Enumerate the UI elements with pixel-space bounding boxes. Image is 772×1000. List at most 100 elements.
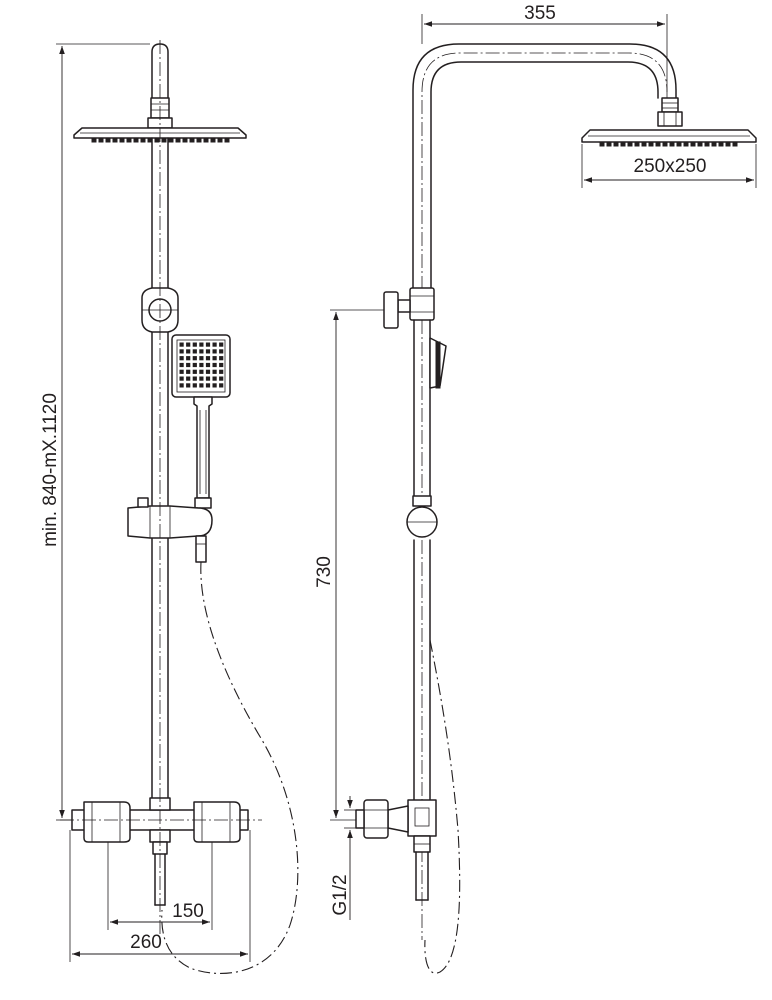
nozzle — [105, 137, 111, 143]
dimension-outlet-height: 730 — [314, 309, 384, 821]
nozzle — [161, 137, 167, 143]
nozzle — [697, 141, 703, 147]
front-hand-shower-holder — [127, 497, 213, 563]
hand-shower-nozzle — [219, 383, 224, 388]
hand-shower-nozzle — [186, 376, 191, 381]
nozzle — [732, 141, 738, 147]
front-view: min. 840-mX.1120 150 260 — [40, 40, 299, 974]
dimension-head-size: 250x250 — [581, 144, 757, 188]
hand-shower-nozzle — [199, 362, 204, 368]
side-head-connector — [657, 97, 683, 127]
front-hand-shower-head — [171, 334, 231, 509]
nozzle — [648, 141, 654, 147]
front-thermostatic-mixer — [60, 797, 262, 906]
nozzle — [690, 141, 696, 147]
side-hose — [424, 639, 461, 974]
hand-shower-nozzle — [205, 383, 211, 388]
hand-shower-nozzle — [179, 369, 184, 374]
nozzle — [704, 141, 710, 147]
hand-shower-nozzle — [199, 369, 204, 374]
hand-shower-nozzle — [186, 342, 191, 347]
hand-shower-nozzle — [186, 383, 191, 388]
nozzle — [669, 141, 675, 147]
hand-shower-nozzle — [205, 362, 211, 368]
side-overhead-arm — [412, 43, 677, 289]
hand-shower-nozzle — [205, 376, 211, 381]
nozzle — [217, 137, 223, 143]
hand-shower-nozzle — [199, 356, 204, 361]
nozzle — [140, 137, 146, 143]
nozzle — [613, 141, 619, 147]
hand-shower-nozzle — [199, 349, 204, 354]
hand-shower-nozzle — [199, 383, 204, 388]
outlet-height-label: 730 — [314, 556, 335, 588]
hand-shower-nozzle — [179, 349, 184, 354]
hand-shower-nozzle — [192, 362, 197, 368]
hand-shower-nozzle — [192, 342, 197, 347]
front-vertical-rail — [151, 137, 169, 799]
hand-shower-nozzle — [219, 376, 224, 381]
nozzle — [620, 141, 626, 147]
hand-shower-nozzle — [199, 376, 204, 381]
hand-shower-nozzle — [205, 356, 211, 361]
nozzle — [182, 137, 188, 143]
hand-shower-nozzle — [186, 356, 191, 361]
hand-shower-nozzle — [179, 376, 184, 381]
hand-shower-nozzle — [205, 342, 211, 347]
side-hand-shower — [429, 337, 447, 389]
nozzle — [175, 137, 181, 143]
hand-shower-nozzle — [212, 376, 217, 381]
side-diverter-joint — [383, 287, 435, 329]
nozzle — [168, 137, 174, 143]
nozzle — [133, 137, 139, 143]
front-hose — [161, 561, 299, 974]
nozzle — [725, 141, 731, 147]
hand-shower-nozzle — [179, 356, 184, 361]
nozzle — [718, 141, 724, 147]
nozzle — [91, 137, 97, 143]
hand-shower-nozzle — [212, 383, 217, 388]
arm-reach-label: 355 — [524, 3, 556, 24]
dimension-arm-reach: 355 — [421, 3, 668, 92]
nozzle — [119, 137, 125, 143]
nozzle — [711, 141, 717, 147]
thread-label: G1/2 — [330, 874, 351, 915]
nozzle — [126, 137, 132, 143]
hand-shower-nozzle — [179, 342, 184, 347]
side-thermostatic-mixer — [355, 799, 437, 901]
nozzle — [203, 137, 209, 143]
hand-shower-nozzle — [186, 369, 191, 374]
side-view: 355 250x250 — [314, 3, 757, 974]
nozzle — [683, 141, 689, 147]
nozzle — [662, 141, 668, 147]
nozzle — [112, 137, 118, 143]
nozzle — [196, 137, 202, 143]
hand-shower-nozzle — [179, 383, 184, 388]
hand-shower-nozzle — [192, 376, 197, 381]
nozzle — [189, 137, 195, 143]
hand-shower-nozzle — [179, 362, 184, 368]
hand-shower-nozzle — [212, 342, 217, 347]
nozzle — [599, 141, 605, 147]
side-overhead-shower-head — [581, 129, 757, 147]
hand-shower-nozzle — [192, 383, 197, 388]
hand-shower-nozzle — [219, 342, 224, 347]
hand-shower-nozzle — [192, 369, 197, 374]
nozzle — [98, 137, 104, 143]
nozzle — [627, 141, 633, 147]
hand-shower-nozzle — [219, 369, 224, 374]
dimension-inlet-spacing: 150 — [107, 842, 213, 930]
hand-shower-nozzle — [212, 369, 217, 374]
nozzle — [641, 141, 647, 147]
nozzle — [606, 141, 612, 147]
hand-shower-nozzle — [186, 362, 191, 368]
nozzle — [634, 141, 640, 147]
hand-shower-nozzle — [186, 349, 191, 354]
hand-shower-nozzle — [192, 356, 197, 361]
nozzle — [655, 141, 661, 147]
dimension-body-width: 260 — [69, 830, 251, 962]
hand-shower-nozzle — [212, 349, 217, 354]
hand-shower-nozzle — [192, 349, 197, 354]
hand-shower-nozzle — [205, 369, 211, 374]
hand-shower-nozzle — [219, 356, 224, 361]
